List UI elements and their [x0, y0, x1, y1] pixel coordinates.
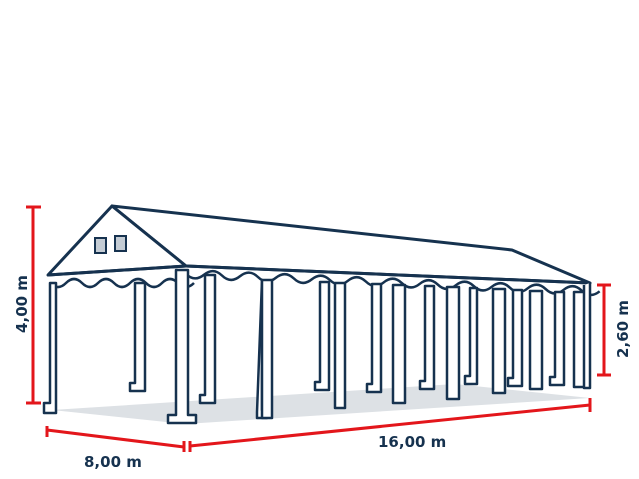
tent-roof: [46, 204, 592, 285]
window-icon: [114, 235, 127, 252]
tent-poles: [42, 268, 592, 425]
side-height-label: 2,60 m: [614, 300, 632, 358]
ridge-height-line: [26, 205, 41, 405]
width-line: [45, 426, 186, 452]
ridge-height-label: 4,00 m: [13, 275, 31, 333]
gable-windows: [94, 235, 127, 254]
window-icon: [94, 237, 107, 254]
dimension-lines: [26, 205, 611, 452]
length-label: 16,00 m: [378, 433, 447, 451]
valance: [49, 269, 601, 297]
width-label: 8,00 m: [84, 453, 142, 471]
side-height-line: [597, 283, 611, 377]
length-line: [188, 398, 592, 452]
